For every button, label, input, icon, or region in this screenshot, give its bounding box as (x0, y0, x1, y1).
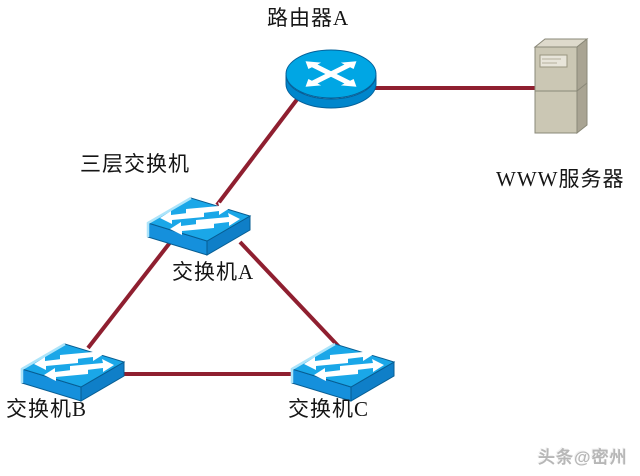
link-switch-a-switch-c (238, 240, 344, 352)
link-router-a-switch-a (215, 83, 310, 207)
layer3-switch-label: 三层交换机 (80, 152, 190, 176)
switch-a-label: 交换机A (172, 260, 255, 284)
switch-c-label: 交换机C (288, 397, 370, 421)
server-icon (533, 33, 591, 138)
router-icon (284, 47, 378, 111)
switch-b-label: 交换机B (6, 397, 88, 421)
switch-b-icon (18, 338, 128, 402)
link-switch-a-switch-b (86, 238, 174, 350)
switch-a-icon (144, 192, 254, 256)
www-server-label: WWW服务器 (496, 167, 625, 191)
router-a-label: 路由器A (267, 6, 350, 30)
switch-c-icon (288, 338, 398, 402)
watermark-text: 头条@密州 (538, 448, 628, 467)
